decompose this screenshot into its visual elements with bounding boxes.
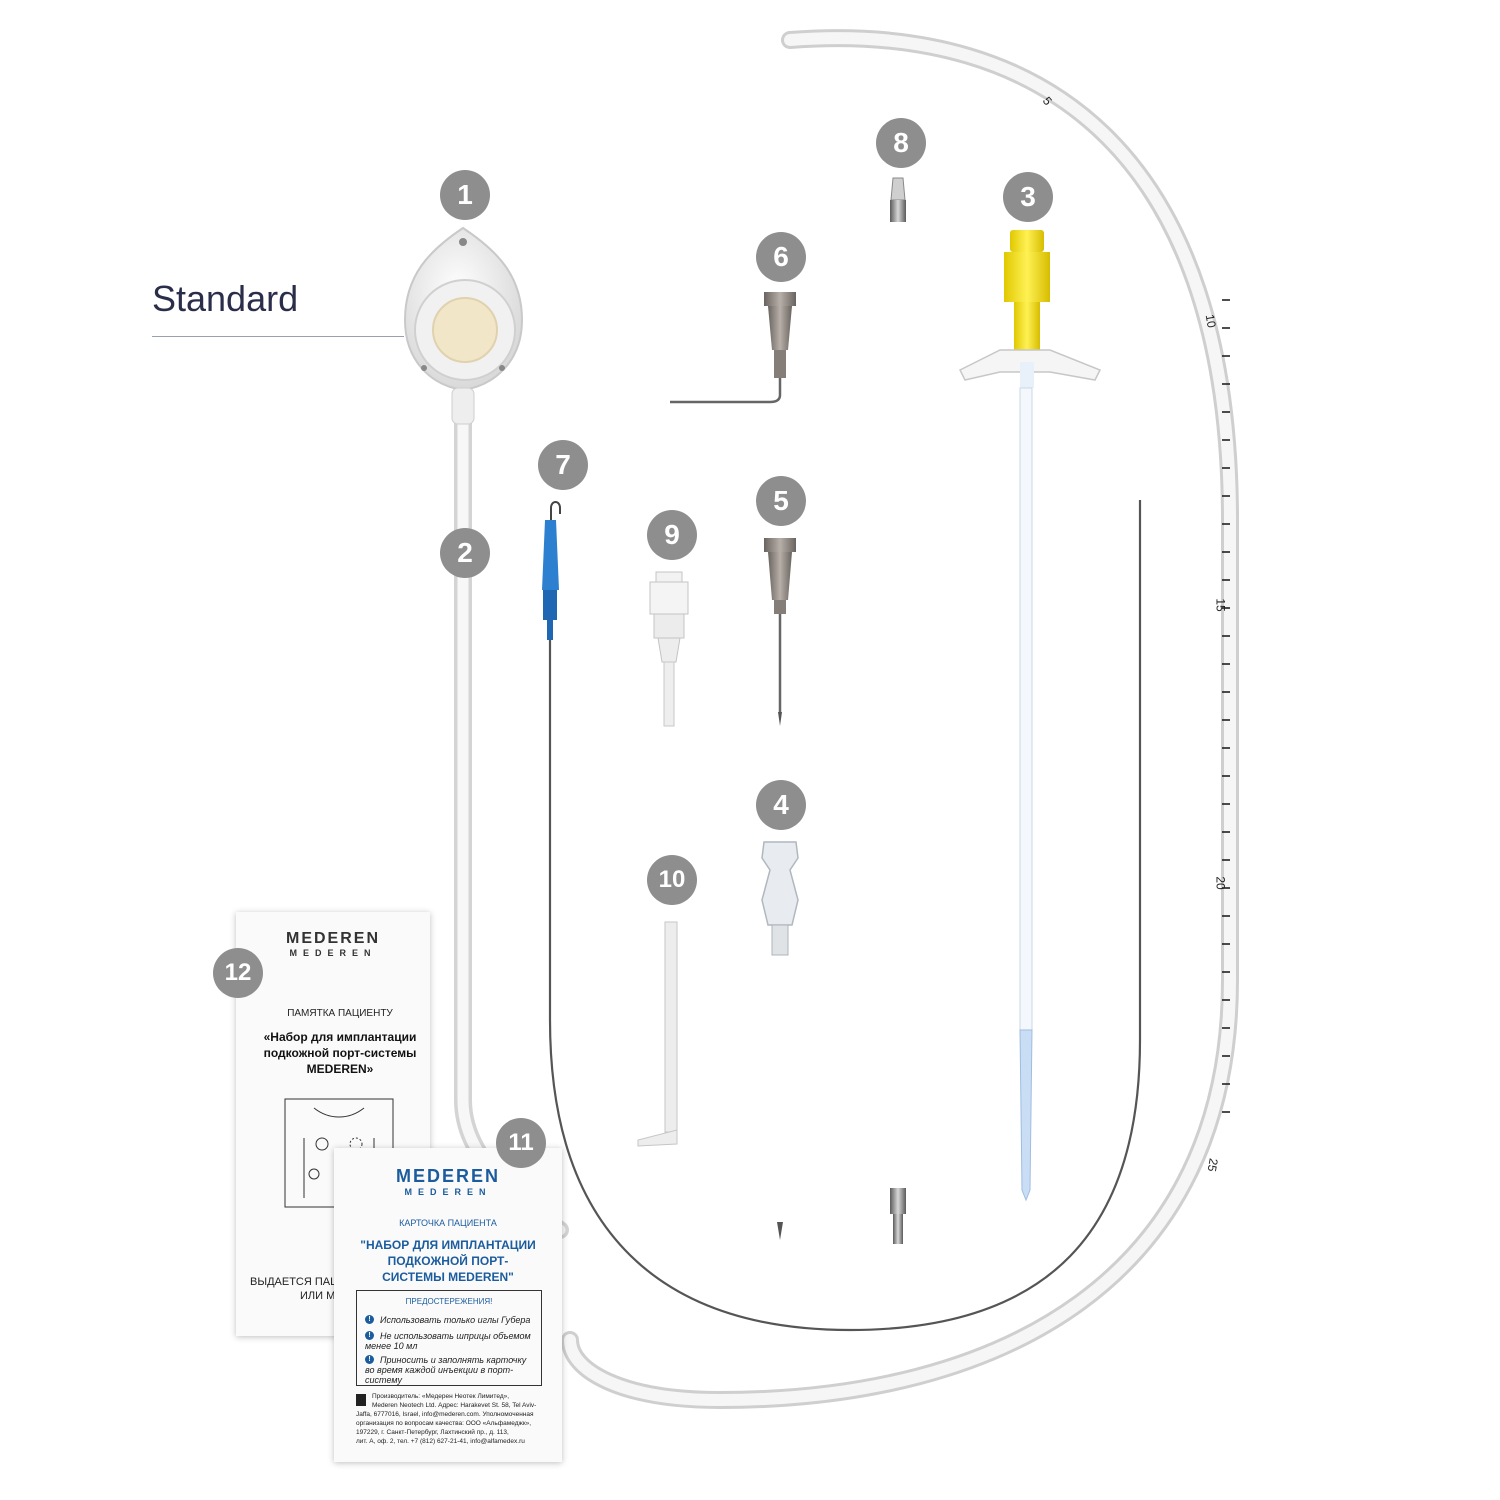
straight-needle: [764, 538, 796, 726]
implantable-port: [403, 226, 524, 425]
warning-item: !Использовать только иглы Губера: [365, 1315, 533, 1325]
bent-needle: [670, 292, 796, 404]
ruler-number: 25: [1204, 1157, 1221, 1173]
label-leader-line: [152, 336, 404, 337]
tunneler-tool: [637, 921, 678, 1147]
warning-item: !Приносить и заполнять карточку во время…: [365, 1355, 527, 1385]
badge-3: 3: [1003, 172, 1053, 222]
memo-title-line: MEDEREN»: [306, 1062, 374, 1076]
patient-card-leaflet: MEDEREN MEDEREN КАРТОЧКА ПАЦИЕНТА "НАБОР…: [334, 1148, 562, 1462]
badge-2: 2: [440, 528, 490, 578]
port-type-label: Standard: [152, 278, 299, 319]
info-icon: !: [365, 1331, 374, 1340]
mederen-logo-word: MEDEREN: [289, 948, 377, 958]
badge-1: 1: [440, 170, 490, 220]
warning-item: !Не использовать шприцы объемом менее 10…: [365, 1331, 531, 1351]
memo-title-line: подкожной порт-системы: [263, 1046, 417, 1060]
badge-4: 4: [756, 780, 806, 830]
card-title-line: "НАБОР ДЛЯ ИМПЛАНТАЦИИ: [360, 1238, 536, 1252]
introducer-sheath: [958, 230, 1102, 1202]
badge-11: 11: [496, 1118, 546, 1168]
badge-10: 10: [647, 855, 697, 905]
badge-6: 6: [756, 232, 806, 282]
tunneler-rod: [890, 177, 906, 1244]
memo-heading: ПАМЯТКА ПАЦИЕНТУ: [287, 1008, 393, 1019]
manufacturer-info: Jaffa, 6777016, Israel, info@mederen.com…: [356, 1411, 534, 1445]
ruler-number: 20: [1213, 876, 1228, 890]
mederen-logo-mark: MEDEREN: [285, 930, 380, 947]
memo-footer-line: ВЫДАЕТСЯ ПАЦ: [250, 1276, 339, 1288]
puncture-needle: [761, 841, 799, 1240]
guidewire-handle: [542, 501, 561, 640]
ruler-number: 10: [1202, 313, 1219, 329]
badge-5: 5: [756, 476, 806, 526]
badge-12: 12: [213, 948, 263, 998]
warnings-box: ПРЕДОСТЕРЕЖЕНИЯ! !Использовать только иг…: [356, 1290, 542, 1386]
mederen-logo-mark: MEDEREN: [395, 1166, 500, 1186]
guidewire: [548, 500, 1142, 1332]
mederen-logo-word: MEDEREN: [404, 1187, 492, 1197]
badge-7: 7: [538, 440, 588, 490]
info-icon: !: [365, 1355, 374, 1364]
catheter-markings: [1222, 299, 1230, 1113]
card-title-line: ПОДКОЖНОЙ ПОРТ-: [387, 1254, 509, 1268]
manufacturer-icon: [356, 1394, 366, 1406]
ruler-number: 15: [1213, 598, 1228, 612]
warnings-title: ПРЕДОСТЕРЕЖЕНИЯ!: [405, 1297, 493, 1306]
badge-9: 9: [647, 510, 697, 560]
memo-title-line: «Набор для имплантации: [263, 1030, 417, 1044]
port-catheter: [454, 381, 569, 1239]
info-icon: !: [365, 1315, 374, 1324]
card-title-line: СИСТЕМЫ MEDEREN": [382, 1270, 514, 1284]
card-heading: КАРТОЧКА ПАЦИЕНТА: [399, 1218, 497, 1228]
catheter-connector: [649, 571, 689, 727]
badge-8: 8: [876, 118, 926, 168]
manufacturer-info: Производитель: «Медерен Неотек Лимитед»,…: [372, 1393, 537, 1409]
